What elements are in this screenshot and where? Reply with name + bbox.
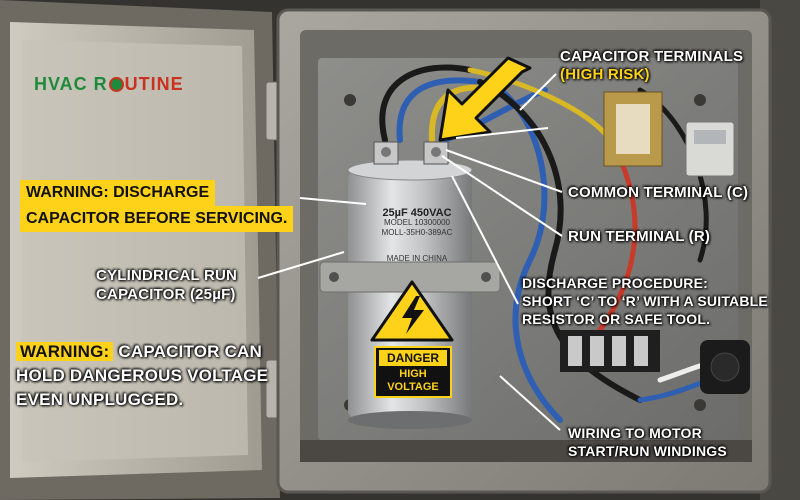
danger-line-2: VOLTAGE	[387, 381, 439, 393]
voltage-warning-text: CAPACITOR CAN	[113, 342, 262, 361]
danger-word: DANGER	[379, 350, 447, 366]
enclosure-door	[0, 0, 280, 500]
capacitor-maker: MADE IN CHINA	[386, 254, 448, 263]
discharge-procedure-line: SHORT ‘C’ TO ‘R’ WITH A SUITABLE	[522, 293, 768, 309]
brand-right: UTINE	[124, 74, 184, 94]
discharge-warning-line-1: WARNING: DISCHARGE	[20, 180, 216, 206]
brand-logo: HVAC R UTINE	[34, 74, 184, 95]
brand-o-icon	[108, 77, 124, 92]
wire-connector	[700, 340, 750, 394]
capacitor-rating: 25µF 450VAC	[382, 207, 452, 219]
wiring-line: START/RUN WINDINGS	[568, 443, 727, 459]
common-terminal-label: COMMON TERMINAL (C)	[568, 184, 749, 201]
run-terminal-label: RUN TERMINAL (R)	[568, 228, 711, 245]
brand-left: HVAC R	[34, 74, 108, 94]
capacitor-terminals-label: CAPACITOR TERMINALS (HIGH RISK)	[560, 48, 743, 84]
capacitor-terminals-text: CAPACITOR TERMINALS	[560, 48, 744, 65]
danger-line-1: HIGH	[399, 368, 427, 380]
discharge-warning-line-2: CAPACITOR BEFORE SERVICING.	[20, 206, 294, 232]
voltage-warning: WARNING: CAPACITOR CAN HOLD DANGEROUS VO…	[16, 340, 268, 412]
cylindrical-line: CAPACITOR (25µF)	[96, 286, 236, 303]
cylindrical-capacitor-label: CYLINDRICAL RUN CAPACITOR (25µF)	[96, 266, 237, 304]
discharge-procedure-line: RESISTOR OR SAFE TOOL.	[522, 311, 711, 327]
pointer-arrow	[438, 56, 532, 142]
transformer	[603, 91, 663, 167]
callout-lines	[257, 73, 563, 431]
cylindrical-line: CYLINDRICAL RUN	[96, 267, 238, 284]
capacitor-printing: 25µF 450VAC MODEL 10300000 MOLL-35H0-389…	[372, 208, 462, 264]
relay	[685, 121, 735, 177]
discharge-procedure-label: DISCHARGE PROCEDURE: SHORT ‘C’ TO ‘R’ WI…	[522, 274, 768, 328]
capacitor-code: MOLL-35H0-389AC	[381, 228, 453, 237]
capacitor-model: MODEL 10300000	[384, 218, 450, 227]
voltage-warning-line-3: EVEN UNPLUGGED.	[16, 390, 184, 409]
terminal-strip	[560, 330, 660, 372]
high-risk-text: (HIGH RISK)	[560, 66, 650, 83]
warning-tag: WARNING:	[16, 342, 114, 361]
voltage-warning-line-2: HOLD DANGEROUS VOLTAGE	[16, 366, 269, 385]
discharge-procedure-title: DISCHARGE PROCEDURE:	[522, 275, 709, 291]
danger-high-voltage-label: DANGER HIGH VOLTAGE	[374, 346, 452, 398]
voltage-warning-line-1: WARNING: CAPACITOR CAN	[16, 340, 268, 364]
wiring-line: WIRING TO MOTOR	[568, 425, 702, 441]
wiring-label: WIRING TO MOTOR START/RUN WINDINGS	[568, 424, 727, 460]
